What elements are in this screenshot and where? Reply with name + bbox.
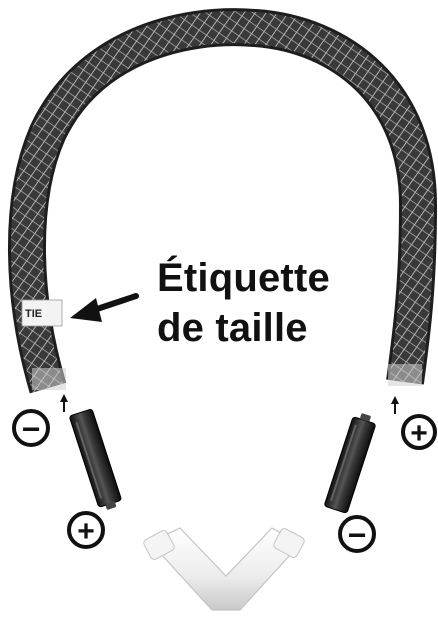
battery-icon [324, 411, 378, 514]
plus-sign-icon: + [403, 416, 435, 450]
minus-sign-icon: − [14, 411, 48, 447]
size-tag-label-line1: Étiquette [157, 256, 330, 300]
plus-sign-symbol: + [410, 417, 428, 450]
size-tag-label-line2: de taille [157, 306, 308, 350]
minus-sign-symbol: − [348, 517, 367, 553]
arrow-icon [60, 394, 68, 412]
arrow-icon [70, 296, 136, 322]
size-tag-text: TIE [25, 308, 42, 320]
battery-icon [69, 409, 123, 512]
arrow-icon [391, 396, 399, 414]
elbow-connector-icon [142, 527, 305, 610]
minus-sign-symbol: − [22, 411, 41, 447]
minus-sign-icon: − [340, 517, 374, 553]
size-tag: TIE [22, 300, 62, 326]
plus-sign-icon: + [69, 513, 103, 548]
plus-sign-symbol: + [77, 515, 95, 548]
